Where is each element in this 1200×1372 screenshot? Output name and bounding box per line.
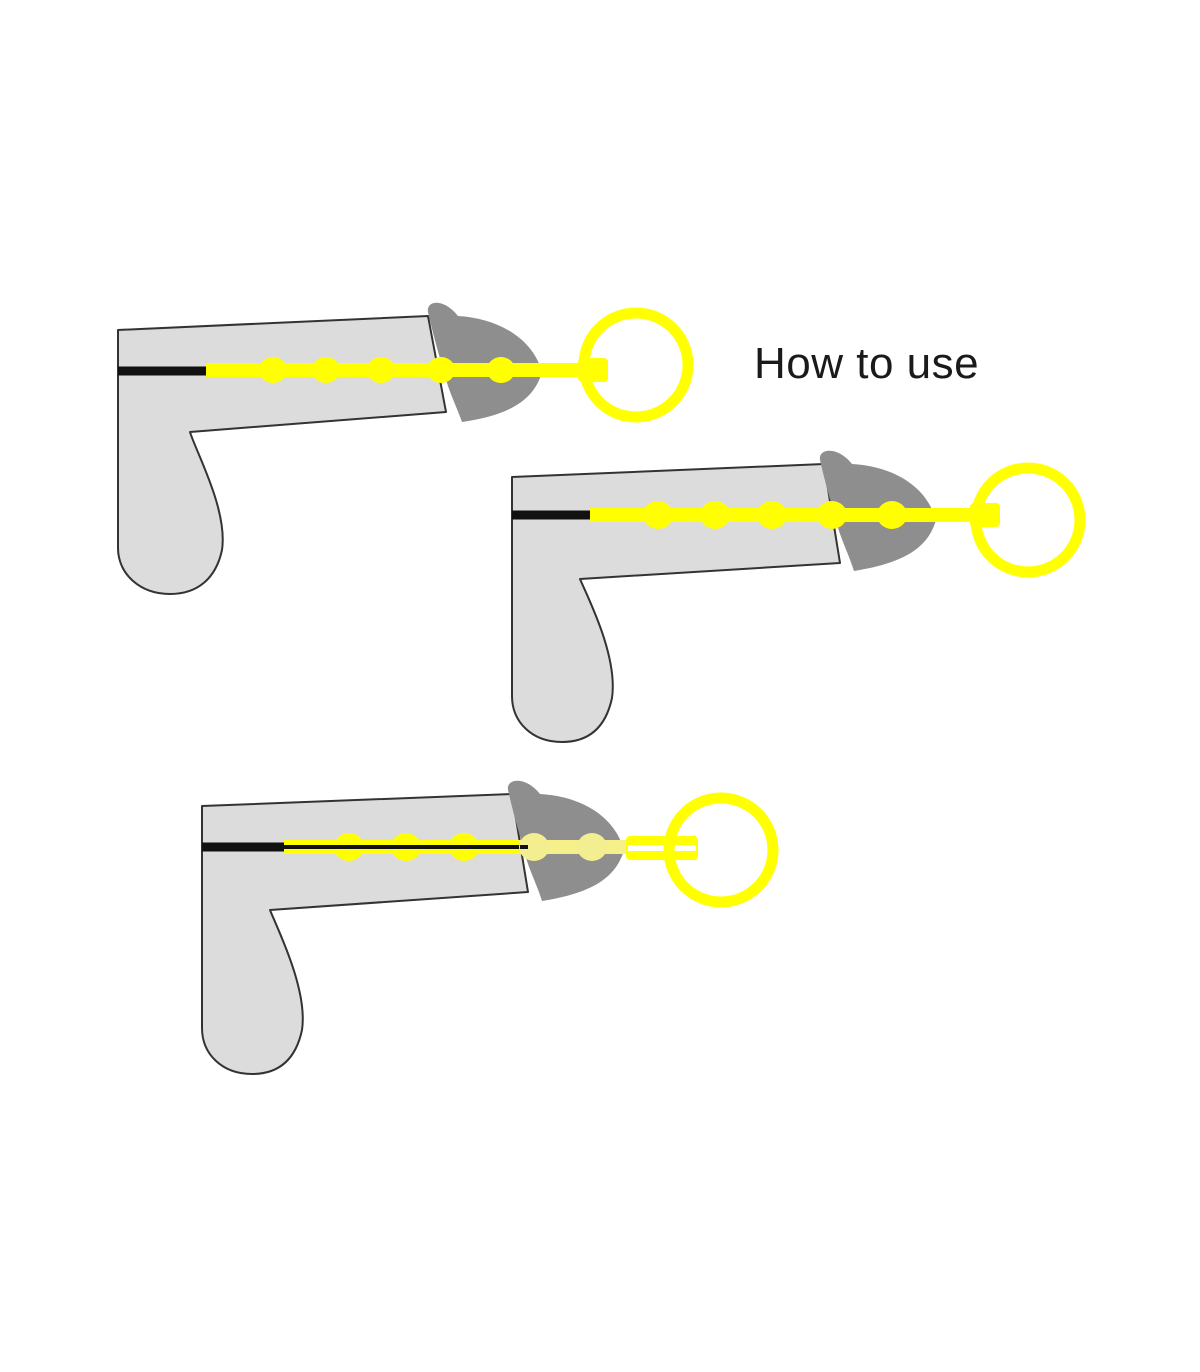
shaft-outline (511, 463, 841, 743)
caption-how-to-use: How to use (754, 339, 979, 388)
pull-stem-highlight (628, 845, 696, 851)
sound-bead (259, 357, 287, 383)
sound-bead (519, 833, 549, 861)
shaft-outline (201, 793, 529, 1075)
step-3-illustration (201, 780, 779, 1075)
sound-bead (312, 357, 340, 383)
sound-bead (877, 501, 907, 529)
step-1-illustration (117, 302, 694, 595)
shaft-outline (117, 315, 447, 595)
sound-bead (643, 501, 673, 529)
sound-bead (757, 501, 787, 529)
pull-ring (970, 462, 1086, 578)
sound-bead (577, 833, 607, 861)
glans (427, 302, 542, 422)
sound-bead (487, 357, 515, 383)
sound-bead (817, 501, 847, 529)
sound-bead (700, 501, 730, 529)
pull-ring (578, 307, 694, 423)
sound-bead (427, 357, 455, 383)
pull-ring (663, 792, 779, 908)
sound-bead (367, 357, 395, 383)
step-2-illustration (511, 450, 1086, 743)
